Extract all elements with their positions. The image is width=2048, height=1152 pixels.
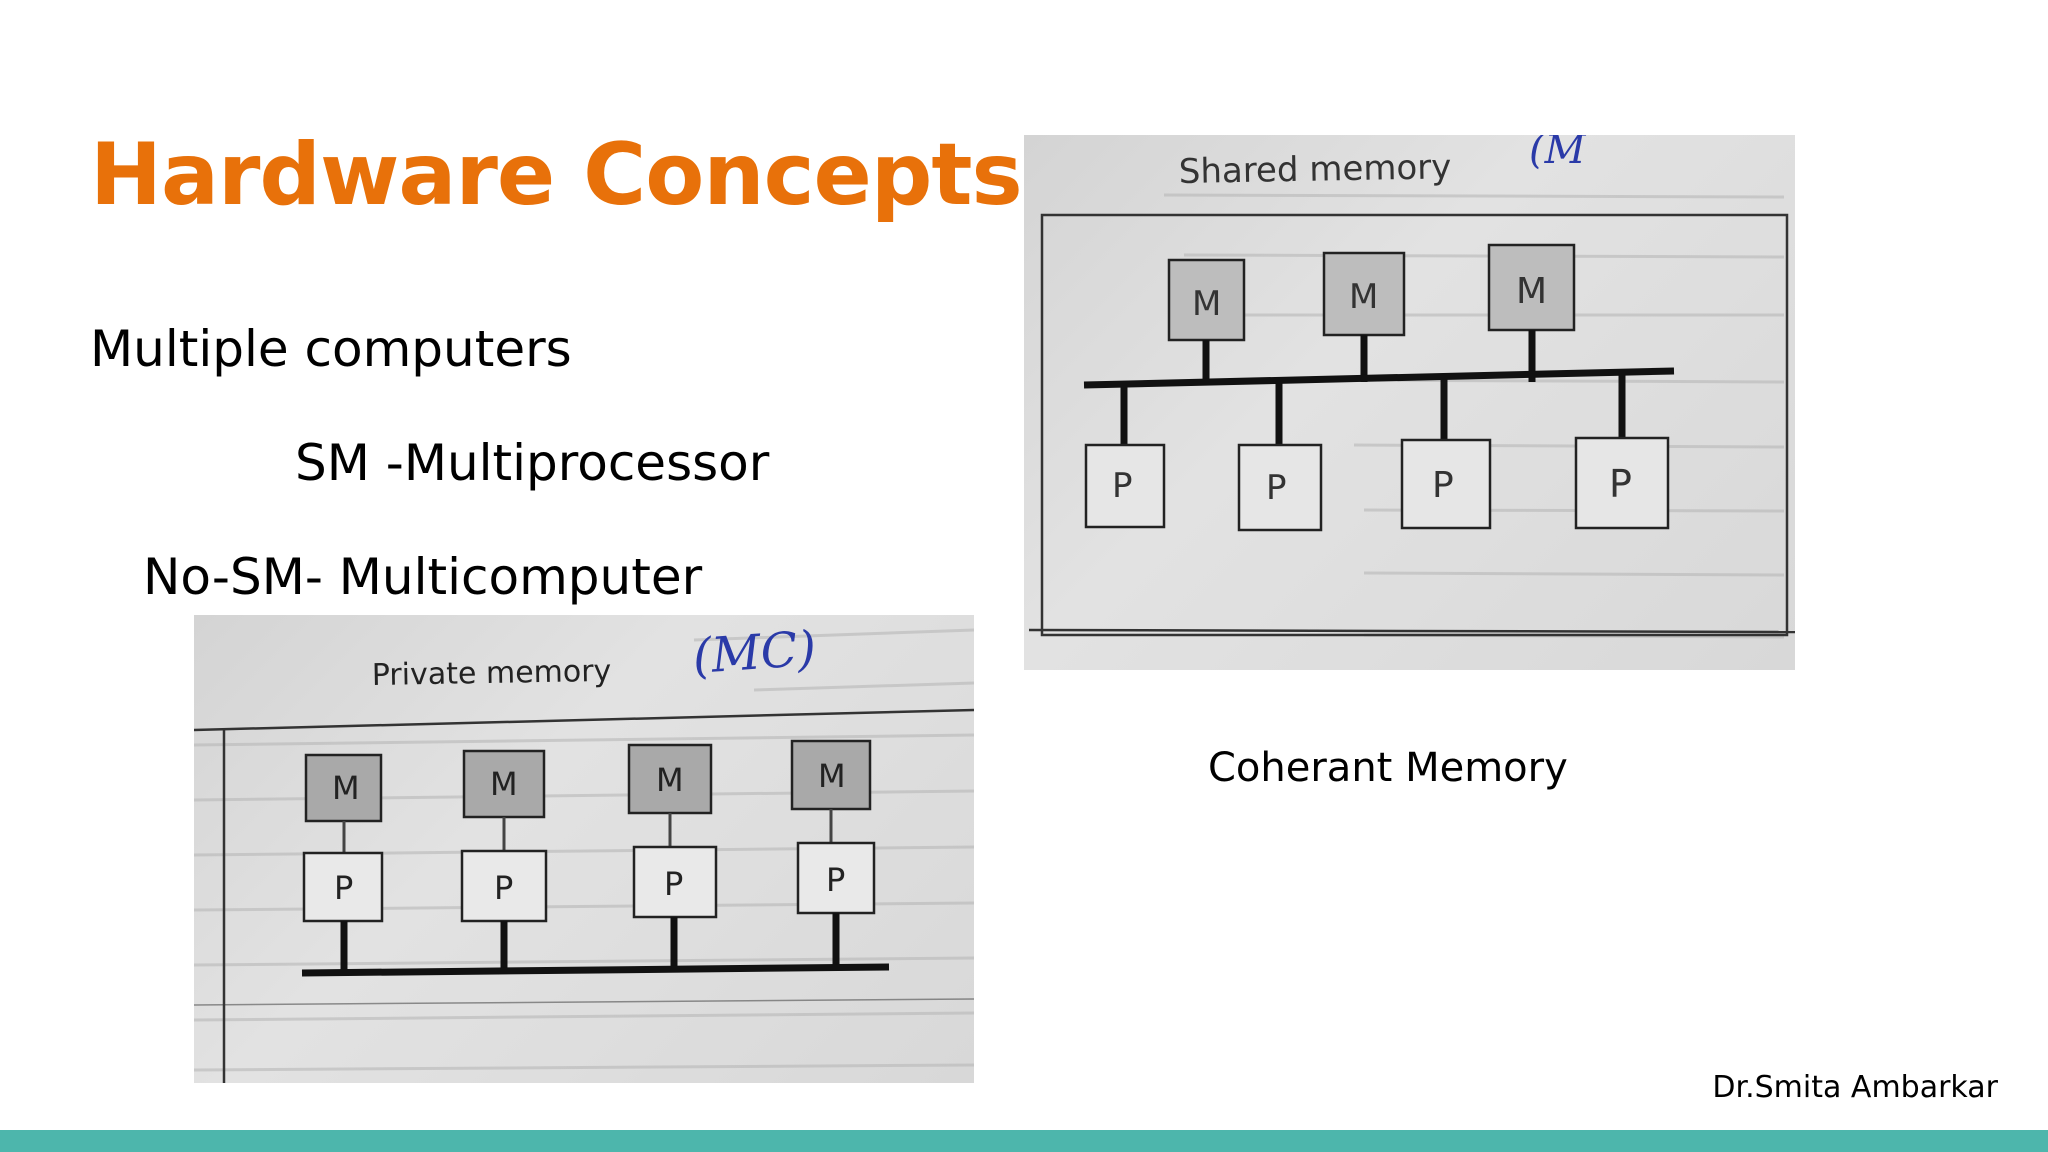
shared-processor-1 [1084,443,1166,529]
private-processor-3 [632,845,718,919]
private-memory-annotation: (MC) [691,621,818,685]
shared-memory-annotation: (M [1529,135,1587,173]
shared-processor-label-1: P [1112,466,1133,506]
shared-processor-4 [1574,436,1670,530]
private-processor-label-4: P [826,861,845,899]
private-memory-label-4: M [818,757,846,795]
shared-memory-module-2 [1322,251,1406,337]
shared-processor-label-2: P [1266,468,1287,508]
shared-memory-module-1 [1167,258,1246,342]
private-processor-4 [796,841,876,915]
private-memory-heading: Private memory [372,654,612,693]
bullet-sm-multiprocessor: SM -Multiprocessor [295,434,770,492]
private-processor-1 [302,851,384,923]
author-credit: Dr.Smita Ambarkar [1712,1070,1998,1105]
private-memory-label-3: M [656,761,684,799]
footer-bar [0,1130,2048,1152]
shared-processor-label-4: P [1609,462,1632,506]
private-memory-figure: Private memory (MC) M M M M P P P P [194,615,974,1083]
private-memory-label-2: M [490,765,518,803]
shared-memory-heading: Shared memory [1178,147,1451,192]
private-memory-module-2 [462,749,546,819]
private-processor-label-1: P [334,869,353,907]
slide-title: Hardware Concepts [90,125,1023,225]
shared-memory-module-3 [1487,243,1576,332]
private-memory-module-1 [304,753,383,823]
private-memory-module-3 [627,743,713,815]
figure-caption: Coherant Memory [1208,745,1568,791]
private-processor-label-2: P [494,869,513,907]
shared-processor-3 [1400,438,1492,530]
shared-processor-label-3: P [1432,465,1454,506]
shared-processor-2 [1237,443,1323,532]
shared-memory-figure: Shared memory (M M M M P P P P [1024,135,1795,670]
shared-memory-label-3: M [1516,271,1547,312]
private-memory-module-4 [790,739,872,811]
private-processor-label-3: P [664,865,683,903]
private-memory-label-1: M [332,769,360,807]
shared-memory-label-2: M [1349,277,1378,317]
bullet-multiple-computers: Multiple computers [90,320,572,378]
bullet-nosm-multicomputer: No-SM- Multicomputer [143,548,703,606]
shared-memory-label-1: M [1192,284,1221,324]
private-processor-2 [460,849,548,923]
